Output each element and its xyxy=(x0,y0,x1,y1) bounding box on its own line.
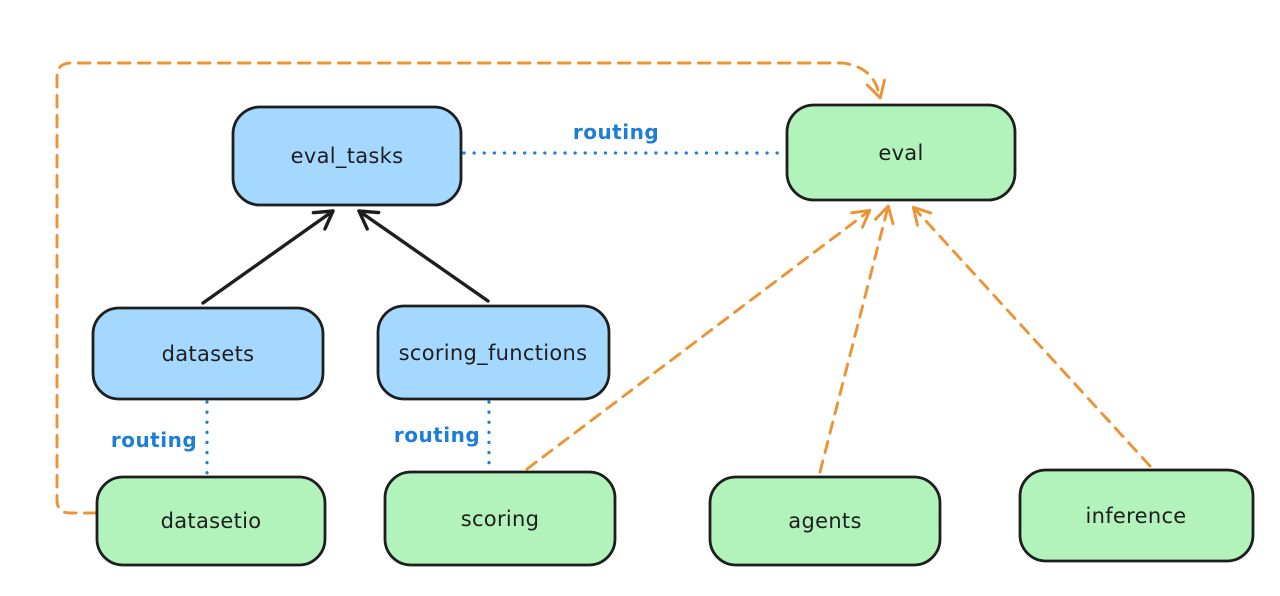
edge-scoring-to-eval xyxy=(525,208,872,471)
node-scoring-box xyxy=(383,470,617,567)
edge-label-routing-middle: routing xyxy=(394,423,480,447)
node-eval-tasks-label: eval_tasks xyxy=(291,144,404,169)
node-datasets-label: datasets xyxy=(162,342,255,366)
edge-label-routing-top: routing xyxy=(573,120,659,144)
node-scoring-functions: scoring_functions xyxy=(376,304,611,401)
node-agents-label: agents xyxy=(788,509,861,533)
node-datasetio-label: datasetio xyxy=(161,509,262,533)
node-inference-box xyxy=(1018,468,1255,563)
edge-datasetio-to-eval xyxy=(55,61,886,515)
node-scoring: scoring xyxy=(383,470,617,567)
node-inference: inference xyxy=(1018,468,1255,563)
edge-inference-to-eval xyxy=(911,205,1152,468)
node-eval-box xyxy=(785,103,1017,202)
node-agents: agents xyxy=(708,475,942,567)
node-datasetio-box xyxy=(95,475,327,567)
node-inference-label: inference xyxy=(1085,504,1186,528)
node-eval: eval xyxy=(785,103,1017,202)
node-eval-label: eval xyxy=(878,141,923,165)
node-datasets-box xyxy=(91,306,325,401)
node-scoring-functions-label: scoring_functions xyxy=(399,341,588,366)
node-eval-tasks-box xyxy=(231,105,463,207)
edge-datasets-to-eval-tasks xyxy=(201,209,335,305)
node-datasetio: datasetio xyxy=(95,475,327,567)
node-agents-box xyxy=(708,475,942,567)
edge-scoring-functions-to-eval-tasks xyxy=(357,209,490,303)
node-eval-tasks: eval_tasks xyxy=(231,105,463,207)
edge-agents-to-eval xyxy=(818,204,895,474)
edge-label-routing-left: routing xyxy=(111,428,197,452)
node-scoring-functions-box xyxy=(376,304,611,401)
node-datasets: datasets xyxy=(91,306,325,401)
node-scoring-label: scoring xyxy=(461,507,540,531)
